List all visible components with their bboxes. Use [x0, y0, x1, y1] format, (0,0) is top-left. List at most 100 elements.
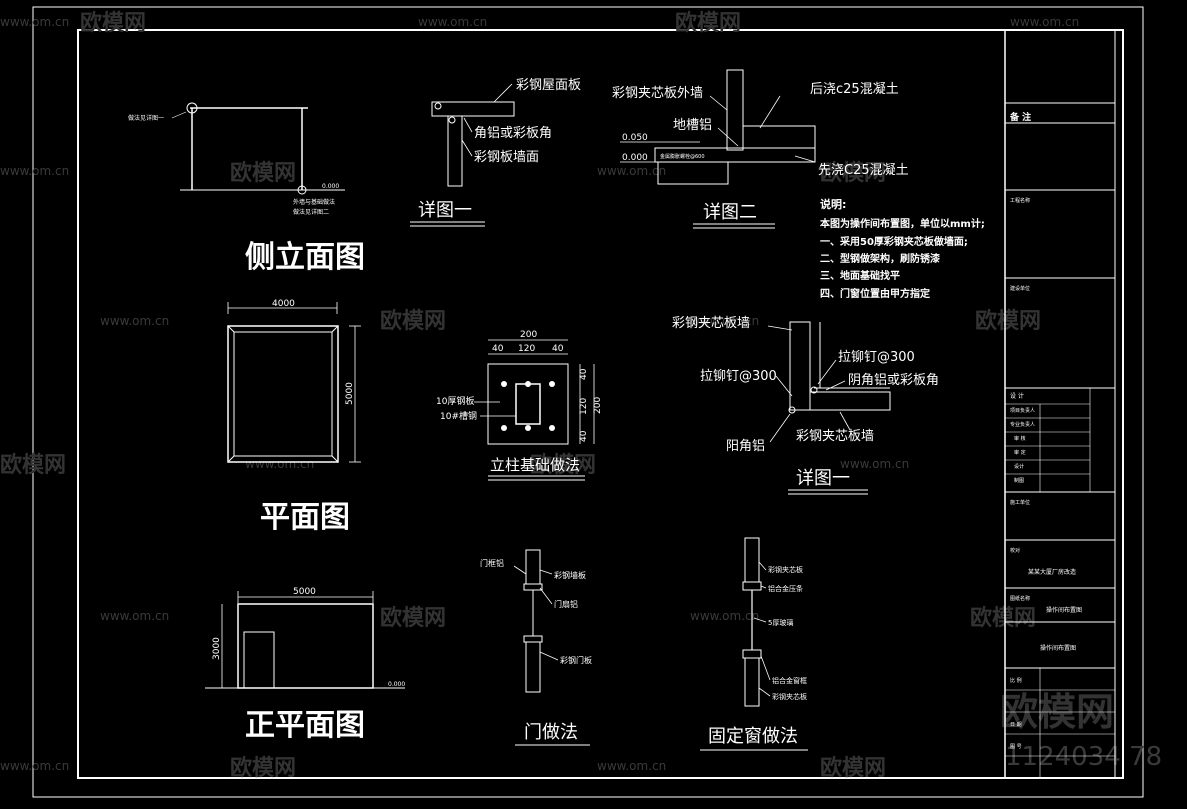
- side-elevation: 做法见详图一 外墙与基础做法 做法见详图二 0.000 侧立面图: [128, 102, 365, 275]
- notes-block: 说明: 本图为操作间布置图，单位以mm计; 一、采用50厚彩钢夹芯板做墙面; 二…: [820, 197, 985, 300]
- tb-r12: 图纸名称: [1010, 595, 1030, 602]
- cb-dim-right-3: 40: [579, 430, 589, 442]
- win-label-a: 彩钢夹芯板: [768, 565, 803, 574]
- window-detail-title: 固定窗做法: [708, 726, 798, 747]
- svg-text:欧模网: 欧模网: [975, 308, 1041, 334]
- svg-text:www.om.cn: www.om.cn: [100, 609, 169, 623]
- detail1-mid: 彩钢夹芯板墙 拉铆钉@300 拉铆钉@300 阴角铝或彩板角 阳角铝 彩钢夹芯板…: [672, 316, 939, 495]
- dm-label-outer: 阳角铝: [726, 439, 765, 454]
- dm-label-wall-top: 彩钢夹芯板墙: [672, 316, 750, 331]
- win-label-e: 彩钢夹芯板: [772, 692, 807, 701]
- win-label-d: 铝合金窗框: [772, 676, 807, 685]
- cb-dim-top-3: 40: [552, 344, 564, 354]
- tb-r4: 设 计: [1010, 392, 1024, 400]
- svg-text:www.om.cn: www.om.cn: [597, 164, 666, 178]
- dm-label-rivet-b: 拉铆钉@300: [700, 369, 777, 384]
- svg-text:欧模网: 欧模网: [970, 605, 1036, 631]
- dm-label-inner: 阴角铝或彩板角: [848, 373, 939, 388]
- cb-dim-top-2: 120: [518, 344, 535, 354]
- detail2: 0.050 0.000 金属膨胀螺栓@600 彩钢夹芯板外墙 后浇c25混凝土 …: [612, 69, 909, 229]
- svg-text:www.om.cn: www.om.cn: [690, 314, 759, 328]
- d1-label-roof: 彩钢屋面板: [516, 78, 581, 93]
- svg-text:www.om.cn: www.om.cn: [840, 457, 909, 471]
- cb-dim-right-1: 40: [579, 368, 589, 380]
- tb-r5: 项目负责人: [1010, 407, 1035, 414]
- svg-text:欧模网: 欧模网: [80, 10, 146, 36]
- win-label-b: 铝合金压条: [768, 584, 803, 593]
- svg-text:www.om.cn: www.om.cn: [100, 314, 169, 328]
- window-detail: 彩钢夹芯板 铝合金压条 5厚玻璃 铝合金窗框 彩钢夹芯板 固定窗做法: [700, 537, 808, 751]
- svg-text:欧模网: 欧模网: [675, 10, 741, 36]
- d2-level-c: 金属膨胀螺栓@600: [660, 153, 705, 160]
- watermark-layer: www.om.cn 欧模网 www.om.cn 欧模网 www.om.cn ww…: [0, 10, 1162, 781]
- detail2-title: 详图二: [703, 202, 757, 223]
- svg-text:欧模网: 欧模网: [820, 160, 886, 186]
- side-note-top: 做法见详图一: [128, 114, 164, 122]
- tb-r7: 审 核: [1014, 435, 1026, 442]
- tb-r10: 制图: [1014, 477, 1024, 484]
- d1-label-wall: 彩钢板墙面: [474, 150, 539, 165]
- outer-border: [32, 6, 1144, 798]
- svg-text:欧模网: 欧模网: [0, 452, 66, 478]
- door-detail-title: 门做法: [524, 722, 578, 743]
- side-note-b1: 外墙与基础做法: [293, 198, 335, 206]
- svg-text:1124034 78: 1124034 78: [1005, 742, 1162, 772]
- column-base-title: 立柱基础做法: [490, 456, 580, 474]
- tb-r1: 工程名称: [1010, 197, 1030, 204]
- svg-text:欧模网: 欧模网: [230, 160, 296, 186]
- drawing-frame: [77, 29, 1124, 779]
- plan-view: 4000 5000 平面图: [227, 299, 361, 535]
- dm-label-rivet-a: 拉铆钉@300: [838, 350, 915, 365]
- tb-r3: 施工单位: [1010, 499, 1030, 506]
- tb-r2: 建设单位: [1010, 285, 1030, 292]
- door-detail: 门框铝 彩钢墙板 门扇铝 彩钢门板 门做法: [480, 549, 592, 746]
- detail1-mid-title: 详图一: [796, 468, 850, 489]
- tb-rows: 项目负责人 专业负责人 审 核 审 定 设计 制图: [1005, 388, 1091, 492]
- svg-text:欧模网: 欧模网: [380, 605, 446, 631]
- plan-height-dim: 5000: [345, 382, 355, 405]
- d2-label-post: 后浇c25混凝土: [810, 81, 899, 97]
- tb-drawing: 操作间布置图: [1046, 606, 1082, 614]
- svg-text:欧模网: 欧模网: [820, 755, 886, 781]
- front-height-dim: 3000: [212, 637, 222, 660]
- notes-line2: 一、采用50厚彩钢夹芯板做墙面;: [820, 235, 968, 248]
- svg-text:www.om.cn: www.om.cn: [245, 457, 314, 471]
- svg-text:www.om.cn: www.om.cn: [597, 759, 666, 773]
- cb-label-channel: 10#槽钢: [440, 410, 477, 422]
- front-elevation-title: 正平面图: [245, 708, 365, 743]
- tb-bottom-grid: 比 例 日 期 图 号: [1005, 668, 1115, 778]
- side-elevation-title: 侧立面图: [245, 240, 365, 275]
- dm-label-wall-bottom: 彩钢夹芯板墙: [796, 429, 874, 444]
- svg-text:欧模网: 欧模网: [530, 452, 596, 478]
- notes-heading: 说明:: [820, 197, 846, 211]
- door-label-frame: 门框铝: [480, 558, 504, 568]
- tb-r6: 专业负责人: [1010, 421, 1035, 428]
- tb-scale: 比 例: [1010, 677, 1022, 684]
- detail1-top-title: 详图一: [418, 200, 472, 221]
- d2-level-b: 0.000: [622, 153, 648, 163]
- d2-label-channel: 地槽铝: [673, 118, 712, 133]
- door-label-door: 彩钢门板: [560, 655, 592, 665]
- d2-label-pre: 先浇C25混凝土: [818, 162, 909, 178]
- front-width-dim: 5000: [293, 587, 316, 597]
- title-block: 备 注 工程名称 建设单位 设 计 项目负责人 专业负责人 审 核 审 定 设计…: [1004, 30, 1116, 778]
- front-level: 0.000: [388, 681, 405, 688]
- svg-text:www.om.cn: www.om.cn: [0, 15, 69, 29]
- front-elevation: 5000 3000 0.000 正平面图: [205, 587, 405, 743]
- side-level: 0.000: [322, 183, 339, 190]
- side-note-b2: 做法见详图二: [293, 208, 329, 216]
- svg-text:www.om.cn: www.om.cn: [1010, 15, 1079, 29]
- cb-dim-top-1: 40: [492, 344, 504, 354]
- win-label-c: 5厚玻璃: [768, 618, 793, 627]
- tb-remarks: 备 注: [1009, 111, 1031, 123]
- door-label-al: 门扇铝: [554, 599, 578, 609]
- detail1-top: 彩钢屋面板 角铝或彩板角 彩钢板墙面 详图一: [410, 78, 581, 227]
- tb-drawing-2: 操作间布置图: [1040, 644, 1076, 652]
- d1-label-corner: 角铝或彩板角: [474, 126, 552, 141]
- cb-dim-right-2: 120: [579, 398, 589, 415]
- column-base: 200 40 120 40 40 120 40 200 10厚钢板 10#槽钢 …: [436, 330, 603, 481]
- svg-text:www.om.cn: www.om.cn: [0, 759, 69, 773]
- tb-r9: 设计: [1014, 463, 1024, 470]
- svg-text:欧模网: 欧模网: [230, 755, 296, 781]
